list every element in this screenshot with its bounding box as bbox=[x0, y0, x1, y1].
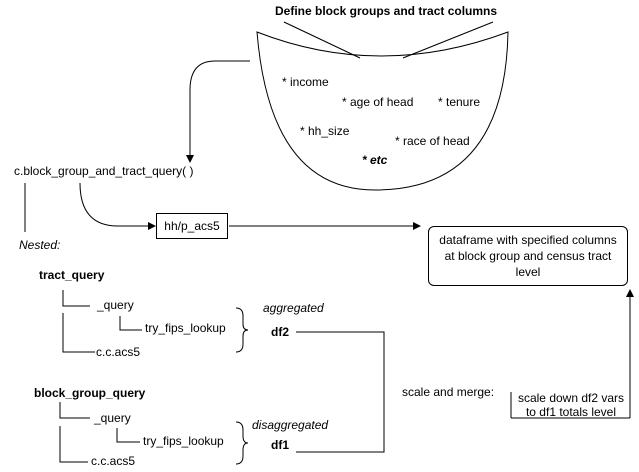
bowl-shape bbox=[256, 31, 509, 191]
df1-label: df1 bbox=[271, 438, 289, 452]
df2-label: df2 bbox=[271, 325, 289, 339]
column-tenure: * tenure bbox=[438, 95, 481, 109]
column-race-of-head: * race of head bbox=[395, 134, 470, 148]
bg-tree-3 bbox=[59, 426, 88, 463]
bg-query-node: _query bbox=[94, 411, 131, 425]
tract-tree-3 bbox=[62, 313, 95, 353]
column-age-of-head: * age of head bbox=[342, 95, 414, 109]
bg-acs5-node: c.c.acs5 bbox=[91, 454, 136, 468]
tract-brace bbox=[235, 307, 249, 353]
tract-fips-node: try_fips_lookup bbox=[145, 321, 226, 335]
bowl-to-call-arrow bbox=[186, 60, 250, 163]
scale-down-box: scale down df2 vars to df1 totals level bbox=[517, 391, 625, 419]
column-hh-size: * hh_size bbox=[300, 124, 350, 138]
column-income: * income bbox=[282, 75, 329, 89]
bg-brace bbox=[235, 421, 249, 465]
pour-line-left bbox=[283, 21, 361, 59]
output-dataframe-box: dataframe with specified columns at bloc… bbox=[428, 226, 628, 286]
scale-box-bracket bbox=[510, 392, 631, 419]
tract-tree-1 bbox=[62, 290, 90, 307]
tract-aggregated-note: aggregated bbox=[263, 301, 324, 315]
tract-tree-2 bbox=[119, 316, 142, 331]
tract-acs5-node: c.c.acs5 bbox=[96, 345, 141, 359]
merge-bracket bbox=[296, 331, 385, 453]
diagram-title: Define block groups and tract columns bbox=[275, 4, 498, 18]
bg-fips-node: try_fips_lookup bbox=[143, 434, 224, 448]
tract-query-title: tract_query bbox=[39, 268, 105, 282]
tract-query-node: _query bbox=[97, 298, 134, 312]
source-box: hh/p_acs5 bbox=[156, 213, 228, 239]
pour-line-right bbox=[402, 21, 494, 59]
column-etc: * etc bbox=[362, 153, 388, 167]
call-to-source-arrow bbox=[79, 182, 156, 230]
scale-and-merge-label: scale and merge: bbox=[402, 385, 495, 399]
main-function-call: c.block_group_and_tract_query( ) bbox=[14, 164, 194, 178]
block-group-query-title: block_group_query bbox=[34, 386, 146, 400]
bg-tree-1 bbox=[59, 402, 90, 419]
bg-tree-2 bbox=[116, 428, 140, 443]
nested-label: Nested: bbox=[19, 238, 61, 252]
bg-disaggregated-note: disaggregated bbox=[252, 418, 329, 432]
